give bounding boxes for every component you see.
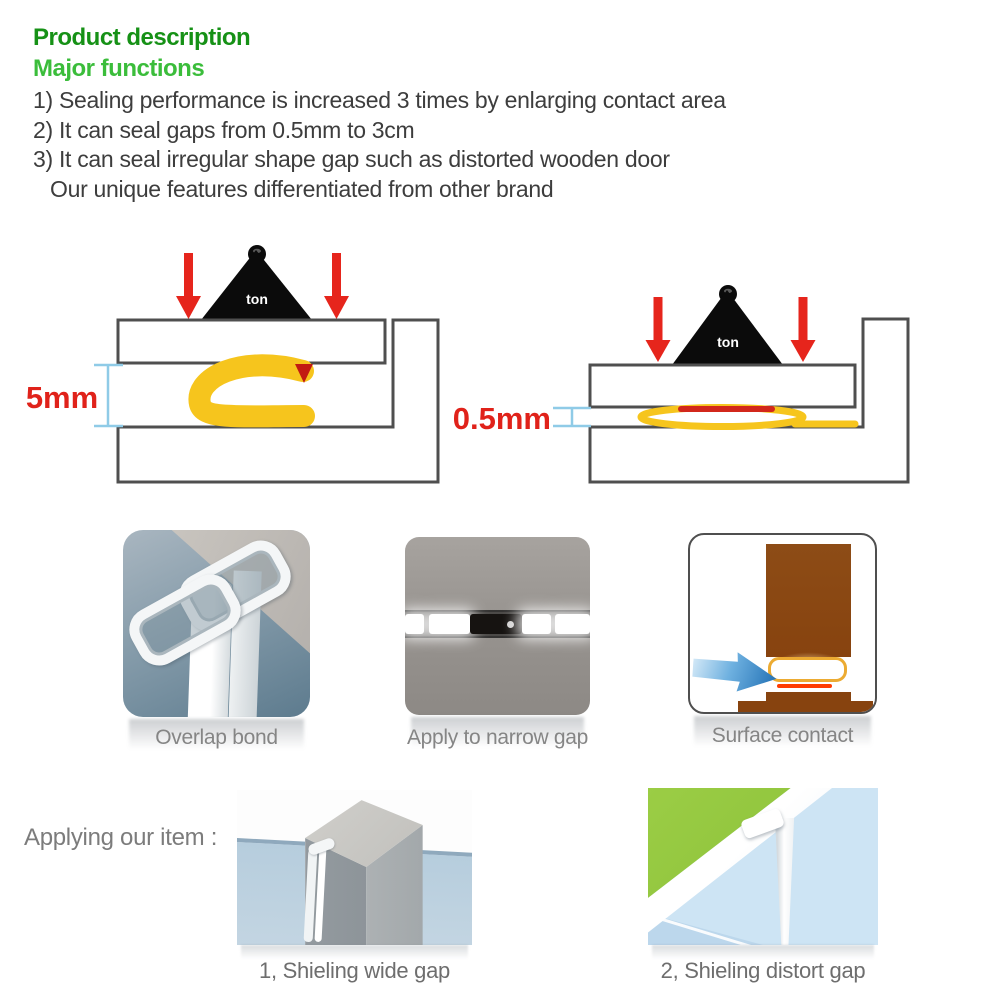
arrow-down-icon bbox=[798, 297, 808, 341]
arrow-down-icon bbox=[653, 297, 663, 341]
application-wide-gap: 1, Shieling wide gap bbox=[237, 790, 472, 983]
reflection bbox=[652, 945, 874, 959]
diagram-5mm-gap: ton 5mm bbox=[26, 245, 440, 484]
narrow-gap-image bbox=[405, 537, 590, 715]
photo-caption: Overlap bond bbox=[155, 726, 278, 749]
top-plate bbox=[588, 363, 857, 409]
arrow-down-icon bbox=[184, 253, 193, 298]
photo-narrow-gap: Apply to narrow gap bbox=[405, 537, 590, 753]
frame-channel bbox=[588, 317, 910, 484]
feature-line-1: 1) Sealing performance is increased 3 ti… bbox=[33, 87, 726, 113]
light-dot bbox=[506, 620, 514, 628]
threshold-step bbox=[765, 691, 851, 703]
contact-line bbox=[776, 683, 833, 688]
light-segment bbox=[521, 613, 552, 634]
arrow-down-icon bbox=[324, 296, 349, 319]
reflection bbox=[411, 717, 584, 753]
dimension-bracket bbox=[553, 406, 591, 428]
gap-dimension-label: 0.5mm bbox=[453, 401, 551, 436]
seal bbox=[767, 657, 848, 682]
frame-channel bbox=[116, 318, 440, 484]
overlap-bond-image bbox=[123, 530, 310, 717]
reflection bbox=[241, 945, 468, 959]
surface-contact-image bbox=[688, 533, 877, 714]
applying-label: Applying our item : bbox=[24, 824, 218, 851]
application-distort-gap: 2, Shieling distort gap bbox=[648, 788, 878, 983]
page-title: Product description bbox=[33, 24, 251, 51]
arrow-down-icon bbox=[176, 296, 201, 319]
arrow-down-icon bbox=[645, 340, 671, 362]
application-caption: 1, Shieling wide gap bbox=[259, 958, 450, 983]
weight-label: ton bbox=[246, 291, 268, 307]
arrow-down-icon bbox=[790, 340, 816, 362]
photo-caption: Surface contact bbox=[711, 724, 854, 747]
reflection bbox=[129, 719, 304, 755]
weight-icon bbox=[201, 250, 312, 320]
weight-label: ton bbox=[717, 334, 739, 350]
light-segment bbox=[554, 613, 590, 634]
diagram-05mm-gap: ton 0.5mm bbox=[453, 285, 910, 484]
gap-dimension-label: 5mm bbox=[26, 380, 98, 415]
photo-overlap-bond: Overlap bond bbox=[123, 530, 310, 755]
feature-line-2: 2) It can seal gaps from 0.5mm to 3cm bbox=[33, 116, 415, 143]
seal-profile-uncompressed bbox=[188, 354, 315, 428]
application-caption: 2, Shieling distort gap bbox=[660, 958, 866, 983]
light-segment bbox=[429, 613, 470, 634]
distort-gap-image bbox=[648, 788, 878, 945]
wide-gap-image bbox=[237, 790, 472, 945]
section-subtitle: Major functions bbox=[33, 55, 205, 82]
feature-line-3: 3) It can seal irregular shape gap such … bbox=[33, 146, 670, 172]
compression-diagrams: ton 5mm ton bbox=[26, 245, 910, 484]
dark-segment bbox=[469, 613, 522, 634]
feature-list: 1) Sealing performance is increased 3 ti… bbox=[33, 86, 953, 204]
glass-panel bbox=[237, 838, 306, 945]
seal-contact-tip bbox=[295, 364, 313, 383]
arrow-down-icon bbox=[332, 253, 341, 298]
weight-icon bbox=[672, 290, 783, 365]
dimension-bracket bbox=[94, 363, 123, 428]
seal-strip bbox=[774, 817, 795, 945]
photo-caption: Apply to narrow gap bbox=[406, 726, 589, 749]
photo-surface-contact: Surface contact bbox=[688, 533, 877, 752]
threshold-base bbox=[738, 701, 874, 712]
feature-line-4: Our unique features differentiated from … bbox=[50, 175, 554, 202]
glass-panel bbox=[420, 850, 472, 945]
light-segment bbox=[405, 613, 424, 634]
narrow-gap-band bbox=[405, 609, 590, 638]
door bbox=[765, 543, 851, 658]
reflection bbox=[694, 716, 871, 752]
